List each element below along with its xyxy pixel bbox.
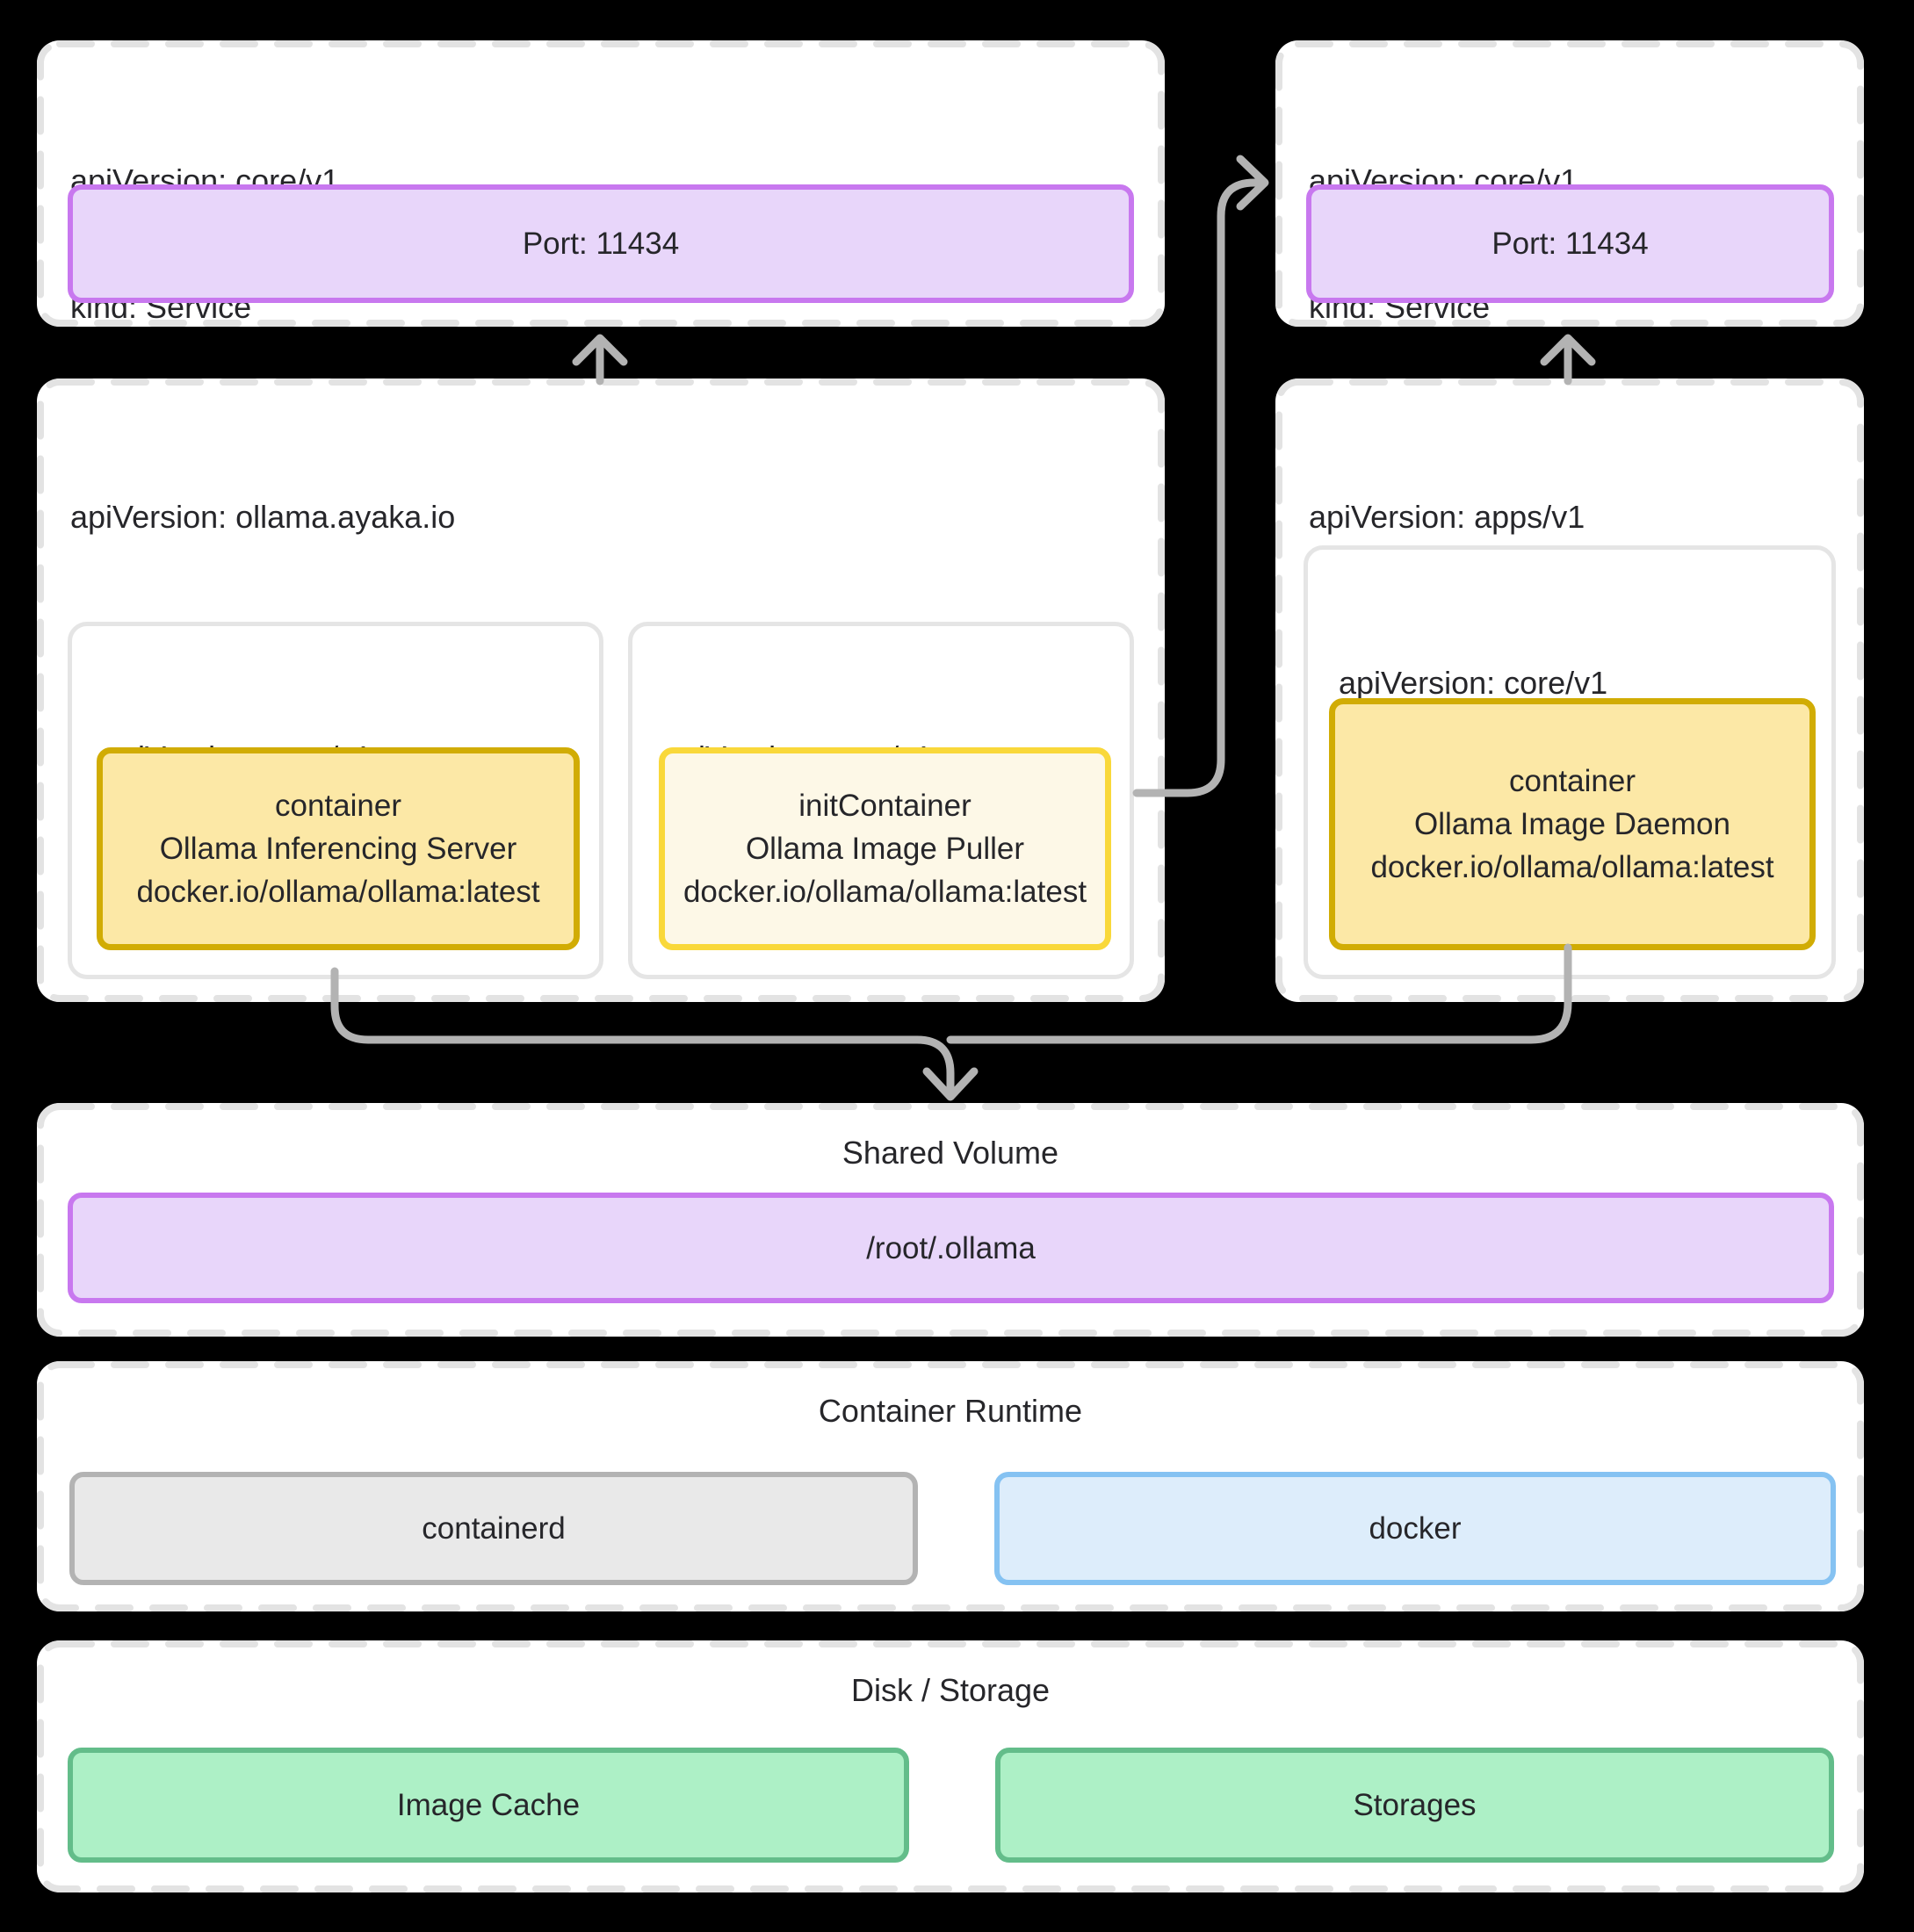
daemon-container-chip: container Ollama Image Daemon docker.io/…: [1329, 698, 1816, 950]
container-role: container: [1509, 764, 1636, 798]
service-right-box: apiVersion: core/v1 kind: Service Port: …: [1275, 40, 1864, 327]
disk-storage-box: Disk / Storage Image Cache Storages: [37, 1640, 1864, 1892]
container-runtime-box: Container Runtime containerd docker: [37, 1361, 1864, 1611]
port-chip: Port: 11434: [1306, 184, 1834, 303]
shared-volume-box: Shared Volume /root/.ollama: [37, 1103, 1864, 1337]
model-box: apiVersion: ollama.ayaka.io kind: Model …: [37, 378, 1165, 1002]
docker-label: docker: [1369, 1511, 1462, 1546]
shared-volume-title: Shared Volume: [841, 1135, 1059, 1171]
inference-container-chip: container Ollama Inferencing Server dock…: [97, 747, 580, 950]
container-image: docker.io/ollama/ollama:latest: [1370, 850, 1774, 884]
container-role: initContainer: [798, 789, 971, 823]
pod-puller-box: apiVersion: core/v1 kind: Pod initContai…: [628, 622, 1134, 979]
port-chip: Port: 11434: [68, 184, 1134, 303]
arrowhead-right: [1236, 155, 1269, 211]
image-cache-label: Image Cache: [396, 1788, 581, 1822]
image-cache-chip: Image Cache: [68, 1748, 909, 1863]
disk-storage-title: Disk / Storage: [850, 1672, 1051, 1708]
api-version-line: apiVersion: ollama.ayaka.io: [70, 499, 456, 535]
volume-path-chip: /root/.ollama: [68, 1193, 1834, 1303]
storages-label: Storages: [1353, 1788, 1477, 1822]
statefulset-pod-box: apiVersion: core/v1 kind: Pod container …: [1304, 545, 1836, 979]
containerd-label: containerd: [422, 1511, 566, 1546]
volume-path-label: /root/.ollama: [866, 1230, 1036, 1265]
statefulset-box: apiVersion: apps/v1 kind: StatefulSet ap…: [1275, 378, 1864, 1002]
docker-chip: docker: [994, 1472, 1836, 1585]
puller-initcontainer-chip: initContainer Ollama Image Puller docker…: [659, 747, 1111, 950]
arrowhead-up-left: [572, 334, 628, 366]
containerd-chip: containerd: [69, 1472, 918, 1585]
container-role: container: [275, 789, 401, 823]
container-name: Ollama Image Puller: [745, 832, 1025, 866]
port-label: Port: 11434: [522, 227, 680, 261]
storages-chip: Storages: [995, 1748, 1834, 1863]
pod-inference-box: apiVersion: core/v1 kind: Pod container …: [68, 622, 603, 979]
container-image: docker.io/ollama/ollama:latest: [136, 875, 540, 909]
service-left-box: apiVersion: core/v1 kind: Service Port: …: [37, 40, 1165, 327]
port-label: Port: 11434: [1491, 227, 1649, 261]
api-version-line: apiVersion: apps/v1: [1309, 499, 1585, 535]
container-runtime-title: Container Runtime: [818, 1393, 1083, 1429]
container-name: Ollama Image Daemon: [1414, 807, 1730, 841]
arrowhead-down: [922, 1067, 979, 1101]
container-name: Ollama Inferencing Server: [159, 832, 517, 866]
container-image: docker.io/ollama/ollama:latest: [683, 875, 1087, 909]
